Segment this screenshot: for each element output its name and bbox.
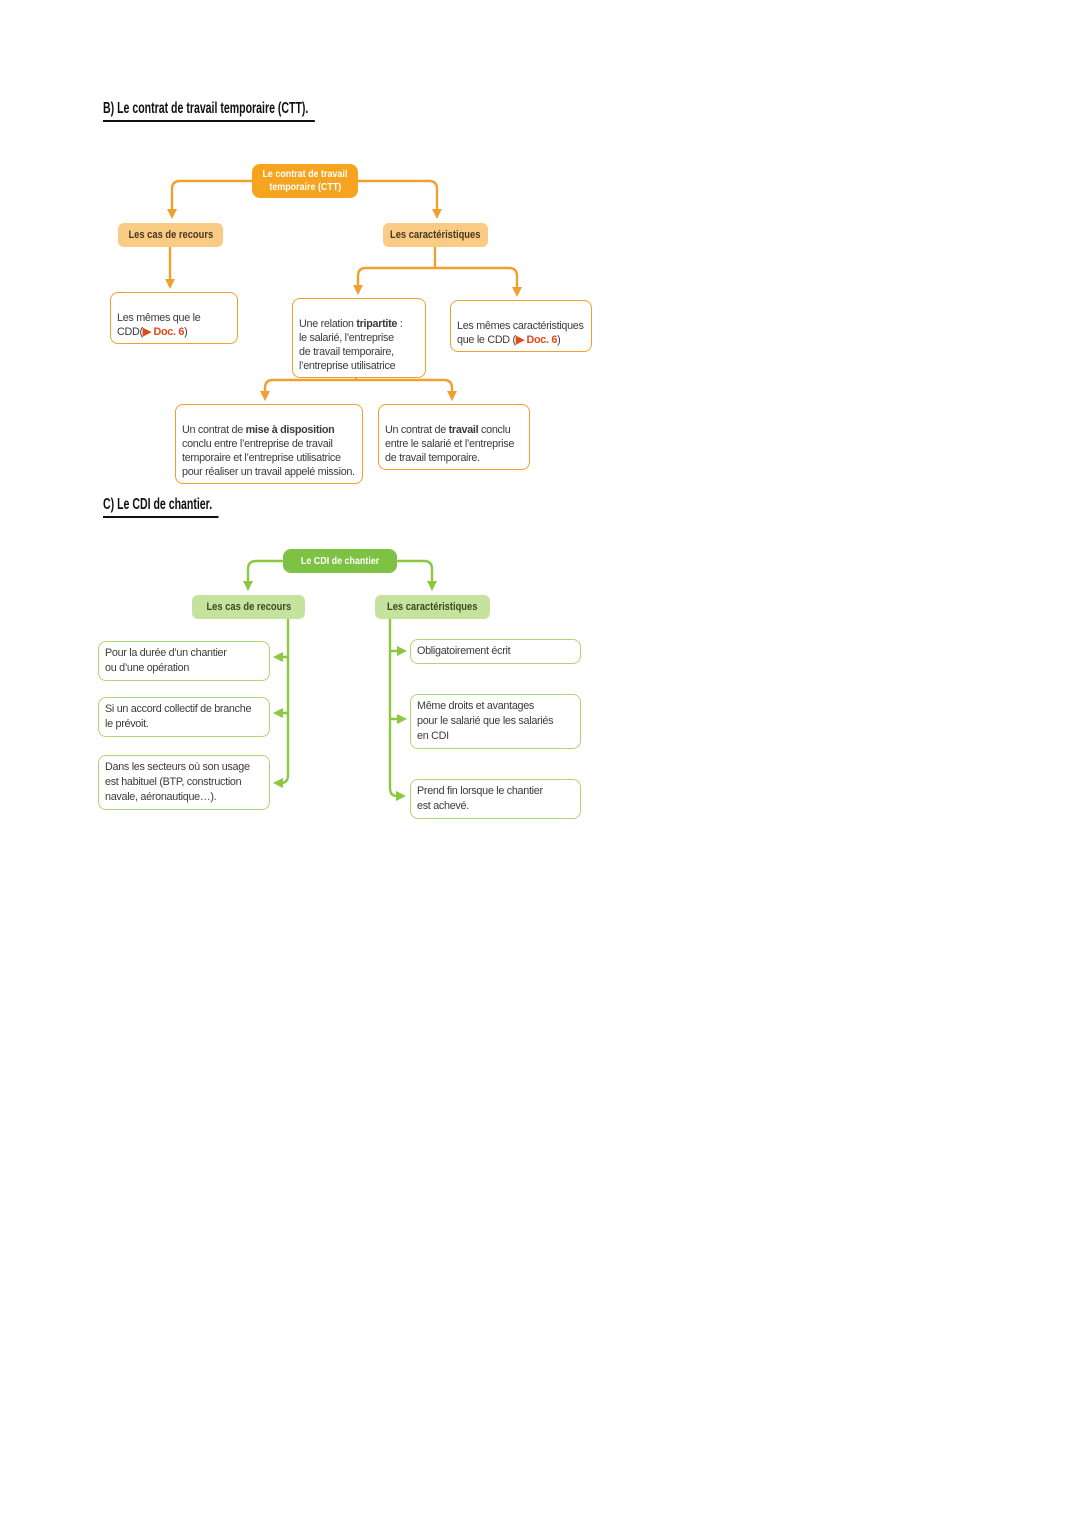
ctt-same-cdd-paren-close: ) [184,326,188,338]
cdi-root-box: Le CDI de chantier [283,549,397,573]
ctt-travail-bold: travail [448,424,479,436]
ctt-same-cdd-paren-open: ( [139,326,144,338]
ctt-same-cdd-text: Les mêmes que le CDD [117,312,201,338]
ctt-tripartite-bold: tripartite [356,318,398,330]
ctt-travail-pre: Un contrat de [385,424,449,436]
ctt-same-characteristics-paren-close: ) [557,334,561,346]
ctt-cas-recours-label: Les cas de recours [128,229,213,241]
ctt-same-cdd-box: Les mêmes que le CDD(▶ Doc. 6) [110,292,238,344]
ctt-same-characteristics-text: Les mêmes caractéristiques que le CDD ( [457,320,584,346]
cdi-right-item-ecrit: Obligatoirement écrit [410,639,581,664]
ctt-same-characteristics-box: Les mêmes caractéristiques que le CDD (▶… [450,300,592,352]
cdi-caracteristiques-pill: Les caractéristiques [375,595,490,619]
ctt-same-cdd-doc-ref: ▶ Doc. 6 [142,326,185,338]
ctt-contrat-travail-box: Un contrat de travail conclu entre le sa… [378,404,530,470]
section-c-heading: C) Le CDI de chantier. [103,496,278,518]
ctt-root-box: Le contrat de travail temporaire (CTT) [252,164,358,198]
cdi-cas-recours-pill: Les cas de recours [192,595,305,619]
cdi-right-item-prend-fin: Prend fin lorsque le chantier est achevé… [410,779,581,819]
ctt-caracteristiques-pill: Les caractéristiques [383,223,488,247]
ctt-caracteristiques-label: Les caractéristiques [390,229,481,241]
ctt-mise-pre: Un contrat de [182,424,246,436]
cdi-left-item-secteurs-usage: Dans les secteurs où son usage est habit… [98,755,270,810]
cdi-left-item-accord-collectif: Si un accord collectif de branche le pré… [98,697,270,737]
ctt-tripartite-rest: : le salarié, l’entreprise de travail te… [299,318,403,372]
cdi-root-label: Le CDI de chantier [300,554,380,567]
ctt-same-characteristics-doc-ref: ▶ Doc. 6 [515,334,558,346]
cdi-right-item-droits-avantages: Même droits et avantages pour le salarié… [410,694,581,749]
section-b-heading: B) Le contrat de travail temporaire (CTT… [103,100,424,122]
ctt-root-line2: temporaire (CTT) [269,181,341,193]
ctt-mise-rest: conclu entre l’entreprise de travail tem… [182,438,355,478]
ctt-root-line1: Le contrat de travail [262,168,348,180]
ctt-mise-bold: mise à disposition [245,424,335,436]
section-c-heading-text: C) Le CDI de chantier. [103,496,219,518]
cdi-left-item-duree-chantier: Pour la durée d’un chantier ou d’une opé… [98,641,270,681]
ctt-mise-a-disposition-box: Un contrat de mise à disposition conclu … [175,404,363,484]
cdi-caracteristiques-label: Les caractéristiques [387,601,478,613]
ctt-tripartite-pre: Une relation [299,318,357,330]
ctt-cas-recours-pill: Les cas de recours [118,223,223,247]
cdi-cas-recours-label: Les cas de recours [206,601,291,613]
ctt-travail-rest: conclu entre le salarié et l’entreprise … [385,424,515,464]
ctt-tripartite-box: Une relation tripartite : le salarié, l’… [292,298,426,378]
section-b-heading-text: B) Le contrat de travail temporaire (CTT… [103,100,315,122]
